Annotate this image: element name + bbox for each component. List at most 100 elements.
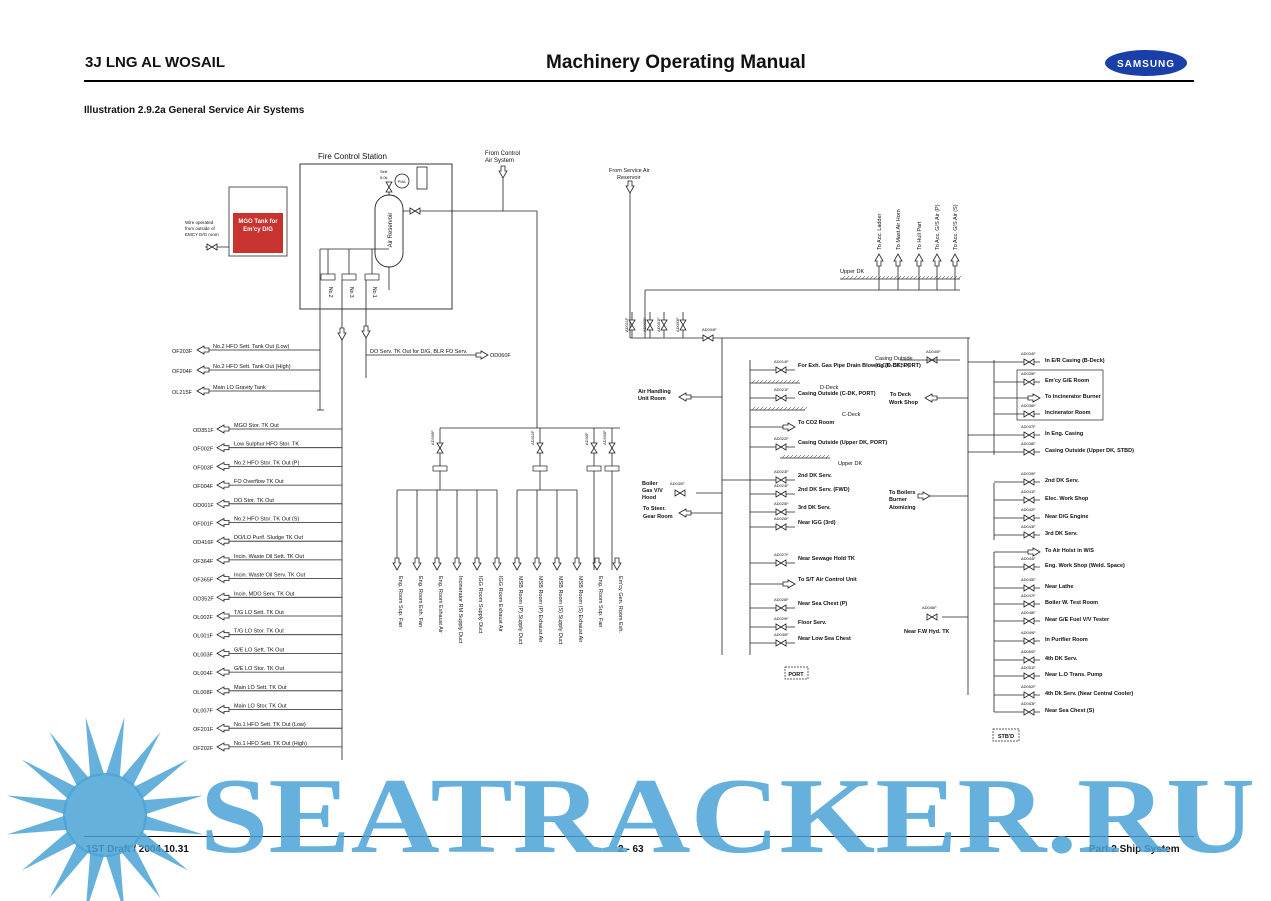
stbd-destination-label: In E/R Casing (B-Deck) — [1045, 358, 1105, 364]
deck-hatch — [763, 379, 768, 384]
arrow-down-icon — [492, 557, 502, 571]
branch-valve-tag: AD035F — [1021, 371, 1036, 376]
arrow-left-icon — [216, 630, 230, 640]
c-deck-line — [750, 406, 808, 411]
arrow-right-icon — [782, 422, 796, 432]
fan-destination-label: Eng. Room Exhaust Air — [437, 576, 443, 633]
valve-body — [385, 181, 393, 193]
arrow-down-icon — [361, 325, 371, 339]
mgo-tank-label-2: Em'cy D/G — [243, 227, 273, 233]
page-title: Machinery Operating Manual — [546, 52, 806, 73]
valve-body — [409, 207, 421, 215]
branch-valve-tag: AD045F — [1021, 577, 1036, 582]
valve-body — [775, 639, 787, 647]
valve-body — [775, 623, 787, 631]
arrow-down-icon — [572, 557, 582, 571]
od060f-label: OD060F — [490, 353, 511, 359]
stbd-destination-label: Em'cy G/E Room — [1045, 378, 1089, 384]
branch-valve-icon — [775, 523, 787, 531]
branch-valve-icon — [1023, 656, 1035, 664]
branch-valve-icon — [1023, 378, 1035, 386]
valve-tag-label: OF003F — [193, 465, 214, 471]
branch-valve-tag: AD023F — [774, 469, 789, 474]
arrow-down-icon — [452, 557, 462, 571]
branch-valve-icon — [1023, 410, 1035, 418]
arrow-left-icon — [678, 508, 692, 518]
illustration-title: Illustration 2.9.2a General Service Air … — [84, 105, 305, 116]
arrow-right-icon — [1027, 547, 1041, 557]
stbd-destination-label: Near Sea Chest (S) — [1045, 708, 1094, 714]
deck-hatch — [809, 454, 814, 459]
supply-point-label: No.2 HFO Sett. Tank Out (High) — [213, 364, 291, 370]
deck-hatch — [877, 275, 882, 280]
supply-point-label: No.2 HFO Sett. Tank Out (Low) — [213, 344, 289, 350]
section-name: Part 2 Ship System — [1089, 844, 1180, 855]
upper-destination-label: To Mast Air Horn — [896, 209, 902, 250]
deck-hatch — [805, 454, 810, 459]
branch-valve-icon — [1023, 431, 1035, 439]
supply-point-label: No.1 HFO Sett. TK Out (Low) — [234, 722, 306, 728]
wire-note-label: Wire operated — [185, 220, 214, 225]
boiler-label: Boiler — [642, 481, 658, 487]
casing-stbd-label-2: (C-DK, STBD) — [875, 363, 910, 369]
fan-valve-tag: AD306F — [430, 430, 435, 445]
mgo-tank-fill — [233, 213, 283, 253]
port-label: PORT — [788, 672, 804, 678]
stbd-destination-label: Near D/G Engine — [1045, 514, 1088, 520]
stbd-destination-label: 4th DK Serv. — [1045, 656, 1078, 662]
fan-destination-label: MSB Room (P) Supply Duct — [517, 576, 523, 645]
deck-hatch — [897, 275, 902, 280]
stbd-destination-label: Near L.O Trans. Pump — [1045, 672, 1103, 678]
deck-hatch — [751, 379, 756, 384]
upper-destination-label: To Acc. G/S Air (P) — [935, 204, 941, 250]
fan-valve-icon — [536, 442, 544, 454]
branch-destination-label: For Exh. Gas Pipe Drain Blowing (D-DK, P… — [798, 363, 921, 369]
stbd-destination-label: Incinerator Room — [1045, 410, 1091, 416]
branch-valve-tag: AD043F — [1021, 524, 1036, 529]
casing-stbd-label: Casing Outside — [875, 356, 913, 362]
arrow-left-icon — [216, 742, 230, 752]
deck-hatch — [949, 275, 954, 280]
header-valve-icon — [660, 319, 668, 331]
mgo-tank-label: MGO Tank for — [238, 219, 278, 225]
fire-control-station-box — [299, 163, 453, 310]
supply-point-label: Main LO Stor. TK Out — [234, 704, 287, 710]
header-valve-tag: AD002F — [642, 317, 647, 332]
valve-body — [608, 442, 616, 454]
wire-note-label: EMCY D/G room — [185, 232, 219, 237]
valve-body — [775, 394, 787, 402]
branch-valve-icon — [775, 559, 787, 567]
branch-valve-icon — [775, 366, 787, 374]
arrow-up-icon — [874, 253, 884, 267]
fan-destination-label: Eng. Room Sup. Fan — [597, 576, 603, 627]
deck-hatch — [857, 275, 862, 280]
deck-hatch — [795, 379, 800, 384]
supply-point-label: No.2 HFO Stor. TK Out (S) — [234, 517, 299, 523]
arrow-left-icon — [216, 704, 230, 715]
deck-hatch — [865, 275, 870, 280]
valve-body — [660, 319, 668, 331]
deck-hatch — [759, 379, 764, 384]
supply-point-label: Incin. MDO Serv. TK Out — [234, 591, 295, 597]
branch-valve-tag: AD024F — [774, 483, 789, 488]
boiler-valve-tag: AD030F — [670, 481, 685, 486]
branch-valve-tag: AD036F — [1021, 403, 1036, 408]
valve-tag-label: OL004F — [193, 671, 214, 677]
fan-destination-label: Incinerator RM Supply Duct — [457, 576, 463, 644]
deck-hatch — [941, 275, 946, 280]
deck-hatch — [755, 379, 760, 384]
arrow-left-icon — [216, 461, 230, 472]
branch-valve-tag: AD026F — [774, 516, 789, 521]
deck-hatch — [791, 379, 796, 384]
branch-valve-tag: AD048F — [1021, 610, 1036, 615]
arrow-up-icon — [914, 253, 924, 267]
branch-valve-tag: AD052F — [1021, 684, 1036, 689]
arrow-down-icon — [592, 557, 602, 571]
fan-destination-label: MSB Room (P) Exhaust Air — [537, 576, 543, 642]
supply-point-label: Main LO Gravity Tank — [213, 385, 266, 391]
branch-valve-icon — [1023, 600, 1035, 608]
valve-body — [536, 442, 544, 454]
deck-hatch — [917, 275, 922, 280]
deck-ws-label-2: Work Shop — [889, 400, 919, 406]
